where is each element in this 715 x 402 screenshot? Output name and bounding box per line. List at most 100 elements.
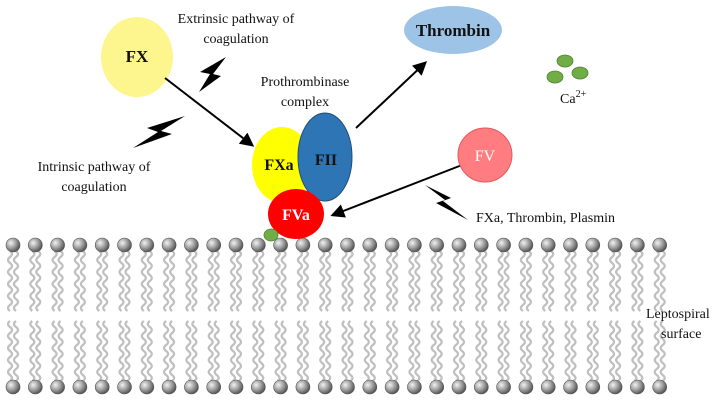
lipid-head	[518, 237, 534, 253]
calcium-ion	[556, 54, 574, 68]
lipid-tail	[637, 250, 644, 312]
lipid-head	[206, 237, 221, 253]
lipid-head	[630, 237, 645, 253]
lipid-tail	[592, 320, 599, 382]
lipid-head	[5, 379, 21, 395]
lipid-head	[273, 237, 288, 253]
lipid-head	[184, 237, 199, 253]
lipid-tail	[319, 320, 326, 382]
lipid-tail	[319, 250, 326, 312]
lipid-tail	[163, 250, 170, 312]
lipid-tail	[280, 320, 287, 382]
extrinsic-label-line1: Extrinsic pathway of	[178, 12, 295, 27]
lipid-head	[139, 237, 155, 253]
lipid-tail	[570, 250, 577, 312]
lipid-tail	[29, 320, 36, 382]
lipid-head	[250, 237, 266, 253]
lipid-tail	[96, 250, 103, 312]
lipid-tail	[213, 320, 220, 382]
lipid-tail	[570, 320, 577, 382]
lipid-tail	[302, 320, 309, 382]
lipid-tails-bottom	[6, 320, 666, 382]
lipid-tail	[12, 320, 20, 382]
thrombin-node	[404, 6, 502, 54]
calcium-label: Ca2+	[560, 89, 587, 107]
activators-label: FXa, Thrombin, Plasmin	[476, 211, 615, 226]
lipid-tail	[369, 250, 376, 312]
lipid-head	[139, 379, 155, 395]
lipid-head	[451, 379, 467, 395]
lipid-tail	[6, 250, 14, 312]
lipid-tail	[341, 250, 348, 312]
lipid-tail	[207, 320, 214, 382]
lipid-head	[117, 237, 132, 253]
lipid-tail	[369, 320, 376, 382]
lipid-head	[340, 237, 355, 253]
extrinsic-lightning-icon	[199, 57, 226, 92]
fii-label: FII	[315, 152, 337, 169]
lipid-tail	[235, 320, 243, 382]
lipid-tail	[169, 250, 176, 312]
lipid-head	[607, 237, 623, 253]
lipid-heads-top	[5, 237, 668, 253]
lipid-head	[362, 237, 378, 253]
lipid-head	[451, 237, 467, 253]
lipid-head	[630, 379, 645, 395]
lipid-head	[429, 379, 445, 395]
lipid-tail	[525, 250, 532, 312]
lipid-tail	[637, 320, 644, 382]
lipid-tail	[481, 320, 488, 382]
lipid-head	[540, 237, 556, 253]
complex-label-line2: complex	[281, 95, 329, 110]
lipid-tail	[302, 250, 309, 312]
lipid-tail	[296, 250, 303, 312]
lipid-head	[228, 379, 244, 395]
lipid-tail	[185, 250, 192, 312]
extrinsic-label-line2: coagulation	[203, 32, 268, 47]
lipid-tail	[525, 320, 532, 382]
lipid-tail	[102, 250, 109, 312]
lipid-tail	[191, 320, 198, 382]
lipid-head	[429, 237, 445, 253]
fva-label: FVa	[282, 207, 310, 224]
lipid-tail	[258, 320, 265, 382]
lipid-head	[206, 379, 221, 395]
lipid-tail	[586, 320, 593, 382]
lipid-tail	[481, 250, 488, 312]
lipid-tail	[452, 250, 460, 312]
lipid-tail	[280, 250, 287, 312]
lipid-head	[94, 379, 110, 395]
lipid-tail	[386, 320, 393, 382]
lipid-tail	[207, 250, 214, 312]
lipid-tail	[169, 320, 176, 382]
lipid-head	[496, 379, 511, 395]
lipid-head	[585, 237, 601, 253]
lipid-head	[295, 379, 311, 395]
lipid-tail	[475, 250, 482, 312]
fxa-label: FXa	[264, 157, 293, 174]
lipid-tail	[452, 320, 460, 382]
lipid-tail	[609, 320, 616, 382]
lipid-tail	[146, 320, 153, 382]
lipid-head	[518, 379, 534, 395]
lipid-tail	[436, 250, 443, 312]
calcium-ion	[571, 66, 589, 80]
lipid-tail	[659, 250, 666, 312]
lipid-tail	[79, 320, 86, 382]
lipid-tail	[592, 250, 599, 312]
lipid-tail	[347, 250, 354, 312]
lipid-tail	[229, 320, 237, 382]
lipid-head	[563, 379, 578, 395]
lipid-tail	[213, 250, 220, 312]
fii-node	[297, 112, 353, 202]
lipid-head	[94, 237, 110, 253]
lipid-tail	[475, 320, 482, 382]
lipid-tail	[29, 250, 36, 312]
lipid-tail	[503, 250, 510, 312]
lipid-tail	[392, 250, 399, 312]
lipid-head	[50, 237, 65, 253]
fx-node	[101, 17, 173, 97]
lipid-head	[27, 237, 43, 253]
lipid-head	[72, 237, 88, 253]
